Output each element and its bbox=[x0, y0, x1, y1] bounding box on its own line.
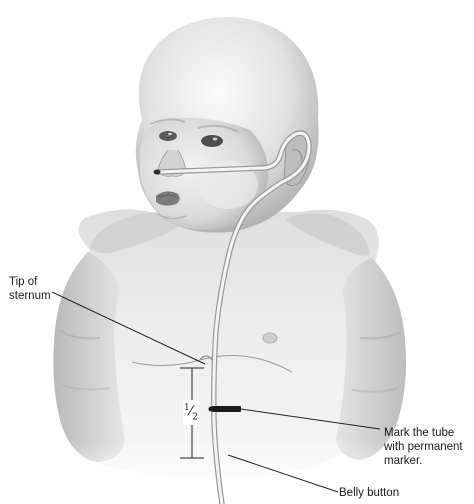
right-eye bbox=[201, 135, 223, 147]
label-mark-the-tube: Mark the tube with permanent marker. bbox=[384, 426, 463, 468]
baby-head bbox=[136, 17, 319, 233]
label-mark-line2: with permanent bbox=[384, 440, 463, 454]
label-sternum-line2: sternum bbox=[9, 289, 51, 303]
label-tip-of-sternum: Tip of sternum bbox=[9, 275, 51, 303]
half-denominator: 2 bbox=[192, 412, 198, 422]
label-belly-button: Belly button bbox=[339, 486, 399, 500]
nipple bbox=[263, 333, 277, 343]
baby-left-arm bbox=[53, 252, 125, 462]
label-sternum-line1: Tip of bbox=[9, 275, 51, 289]
marker-mark bbox=[212, 406, 241, 412]
half-fraction: 1⁄2 bbox=[183, 400, 199, 425]
left-eye bbox=[159, 131, 177, 141]
half-numerator: 1 bbox=[184, 403, 190, 413]
label-mark-line3: marker. bbox=[384, 454, 463, 468]
label-mark-line1: Mark the tube bbox=[384, 426, 463, 440]
